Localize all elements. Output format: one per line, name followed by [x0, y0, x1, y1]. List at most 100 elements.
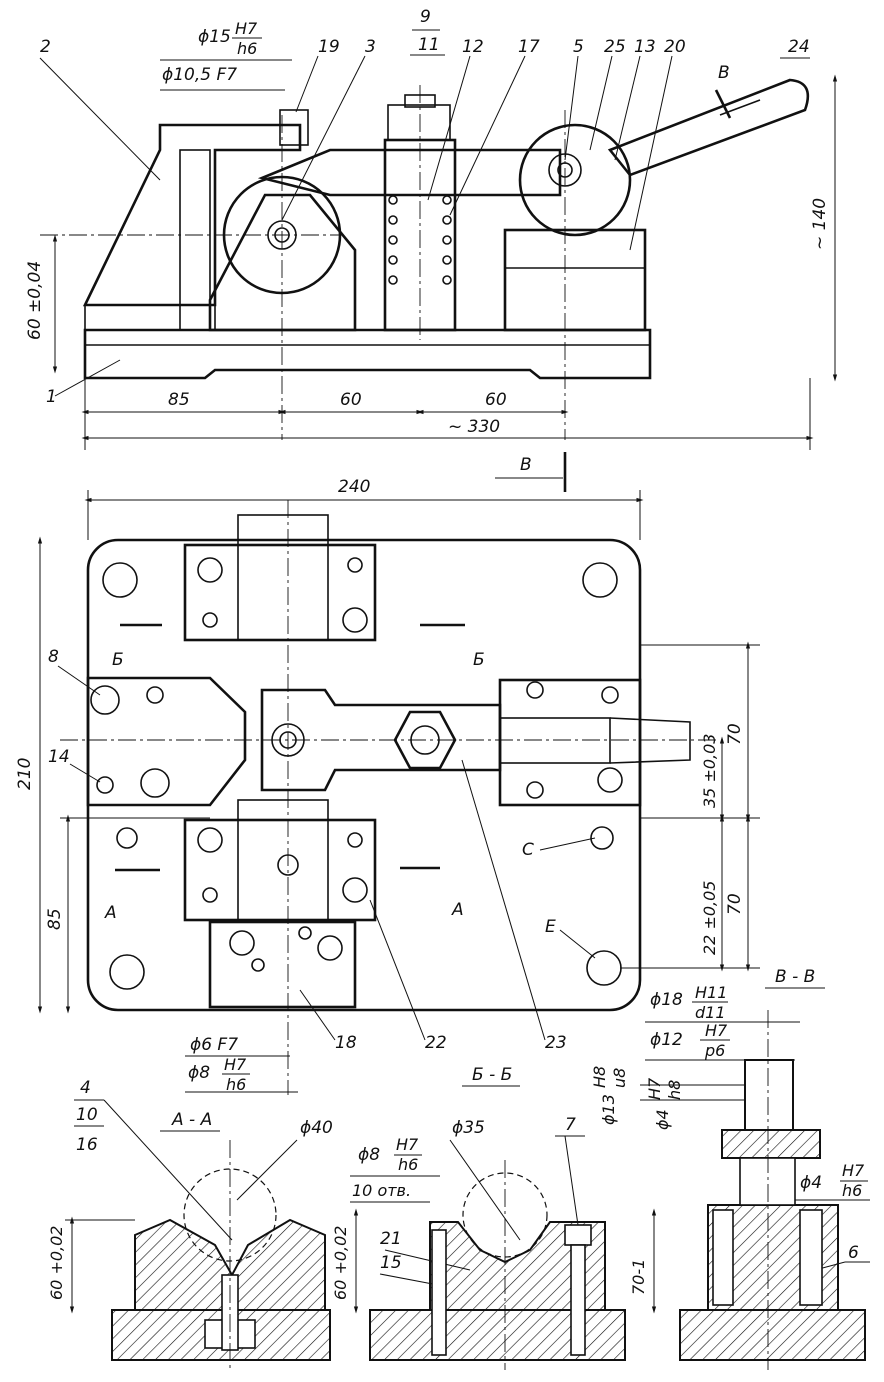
section-vv-title: B - B: [775, 967, 815, 987]
bb-d35: ϕ35: [452, 1118, 485, 1138]
part-num-8: 8: [48, 647, 59, 667]
vv-d4b-fit-bottom: h6: [842, 1181, 862, 1200]
part-num-14: 14: [48, 747, 70, 767]
part-num-18: 18: [335, 1033, 357, 1053]
part-num-22: 22: [425, 1033, 447, 1053]
part-num-20: 20: [664, 37, 686, 57]
section-aa-num-16: 16: [76, 1135, 98, 1155]
bb-num-21: 21: [380, 1229, 402, 1249]
section-mark-b2: Б: [473, 650, 485, 670]
vv-d18: ϕ18: [650, 990, 683, 1010]
front-view: [40, 78, 810, 440]
dim-22: 22 ±0,05: [700, 881, 719, 955]
section-mark-b1: Б: [112, 650, 124, 670]
part-num-3: 3: [365, 37, 376, 57]
hole: [116, 827, 138, 849]
dim-d15: ϕ15: [198, 27, 231, 47]
handle-24: [607, 78, 810, 177]
right-clamp: [498, 678, 642, 807]
dim-240: 240: [338, 477, 370, 497]
part-num-19: 19: [318, 37, 340, 57]
aa-h60: 60 +0,02: [47, 1226, 66, 1300]
front-view-dimensions: 60 ±0,04 ~ 140 85 60 60 ~ 330: [25, 74, 838, 450]
dim-210: 210: [15, 758, 35, 790]
part-num-12: 12: [462, 37, 484, 57]
spring: [388, 195, 452, 285]
bb-num-15: 15: [380, 1253, 402, 1273]
section-mark-a1: A: [104, 903, 117, 923]
base-outline: [86, 538, 642, 1012]
dim-d15-fit-bottom: h6: [237, 39, 257, 58]
section-bb-title: Б - Б: [472, 1065, 512, 1085]
front-view-labels: 2 19 3 9 11 12 17 5 25 13 20 24 1 ϕ15 H7…: [39, 7, 810, 407]
v-block: [208, 193, 357, 332]
vv-d4b: ϕ4: [800, 1173, 822, 1193]
dim-70b: 70: [725, 893, 745, 915]
dim-60a: 60: [340, 390, 362, 410]
dim-85-top: 85: [168, 390, 190, 410]
part-num-17: 17: [518, 37, 540, 57]
vv-d13: ϕ13: [599, 1094, 618, 1125]
bb-base: [369, 1309, 626, 1361]
vv-num-6: 6: [848, 1243, 859, 1263]
view-letter-b: B: [718, 63, 730, 83]
clamp-lever: [257, 148, 562, 197]
dim-d6: ϕ6 F7: [190, 1035, 238, 1055]
bb-d8-fit-bottom: h6: [398, 1155, 418, 1174]
right-support: [503, 228, 647, 332]
dim-d8-fit-top: H7: [224, 1055, 247, 1074]
dim-d105: ϕ10,5 F7: [162, 65, 237, 85]
vv-d18-fit-bottom: d11: [695, 1003, 726, 1022]
vv-d4a-fit-top: H7: [645, 1077, 664, 1100]
hole-label-c: C: [522, 840, 534, 860]
vv-base: [679, 1309, 866, 1361]
mount-hole: [102, 562, 138, 598]
vv-d4b-fit-top: H7: [842, 1161, 865, 1180]
part-num-13: 13: [634, 37, 656, 57]
part-num-1: 1: [46, 387, 57, 407]
vv-d4a-fit-bottom: h8: [665, 1080, 684, 1100]
part-num-11: 11: [418, 35, 440, 55]
vv-d12: ϕ12: [650, 1030, 683, 1050]
hex-nut: [393, 710, 457, 770]
vv-d13-fit-top: H8: [590, 1066, 609, 1088]
bottom-holder: [208, 920, 357, 1009]
part-num-24: 24: [788, 37, 810, 57]
part-num-9: 9: [420, 7, 431, 27]
part-num-2: 2: [40, 37, 51, 57]
bb-holes: 10 отв.: [352, 1181, 411, 1200]
dim-35: 35 ±0,03: [700, 734, 719, 808]
vv-h70: 70-1: [629, 1259, 648, 1295]
dim-d15-fit-top: H7: [235, 19, 258, 38]
section-aa-num-4: 4: [80, 1078, 91, 1098]
dim-d8-fit-bottom: h6: [226, 1075, 246, 1094]
plan-view-labels: B Б Б A A C E 8 14 18 22 23 ϕ6 F7 ϕ8 H7 …: [48, 455, 596, 1094]
part-num-5: 5: [573, 37, 584, 57]
plan-view: [60, 452, 720, 1095]
view-b-marker: B: [520, 455, 532, 475]
aa-d40: ϕ40: [300, 1118, 333, 1138]
dim-60-tol: 60 ±0,04: [25, 261, 45, 340]
plan-view-dimensions: 240 210 85 70 35 ±0,03 22 ±0,05 70: [15, 477, 760, 1014]
vv-d12-fit-top: H7: [705, 1021, 728, 1040]
hole-c: [590, 826, 614, 850]
hole-label-e: E: [545, 917, 556, 937]
dim-d8: ϕ8: [188, 1063, 210, 1083]
section-aa-num-10: 10: [76, 1105, 98, 1125]
vv-upper: [721, 1129, 821, 1159]
dim-330: ~ 330: [448, 417, 500, 437]
dim-70a: 70: [725, 723, 745, 745]
part-num-23: 23: [545, 1033, 567, 1053]
vv-d12-fit-bottom: p6: [704, 1041, 725, 1060]
bb-d8-fit-top: H7: [396, 1135, 419, 1154]
bb-num-7: 7: [565, 1115, 576, 1135]
mount-hole: [109, 954, 145, 990]
left-bracket: [82, 123, 302, 307]
section-b-b: Б - Б ϕ8 H7 h6 10 отв. ϕ35 7 21 15 60 +0…: [331, 1065, 626, 1370]
mount-hole: [582, 562, 618, 598]
vv-d18-fit-top: H11: [695, 983, 727, 1002]
vv-d13-fit-bottom: u8: [610, 1068, 629, 1088]
section-mark-a2: A: [451, 900, 464, 920]
section-v-v: B - B ϕ18 H11 d11 ϕ12 H7 p6 ϕ13 H8 u8 ϕ4…: [590, 967, 870, 1370]
